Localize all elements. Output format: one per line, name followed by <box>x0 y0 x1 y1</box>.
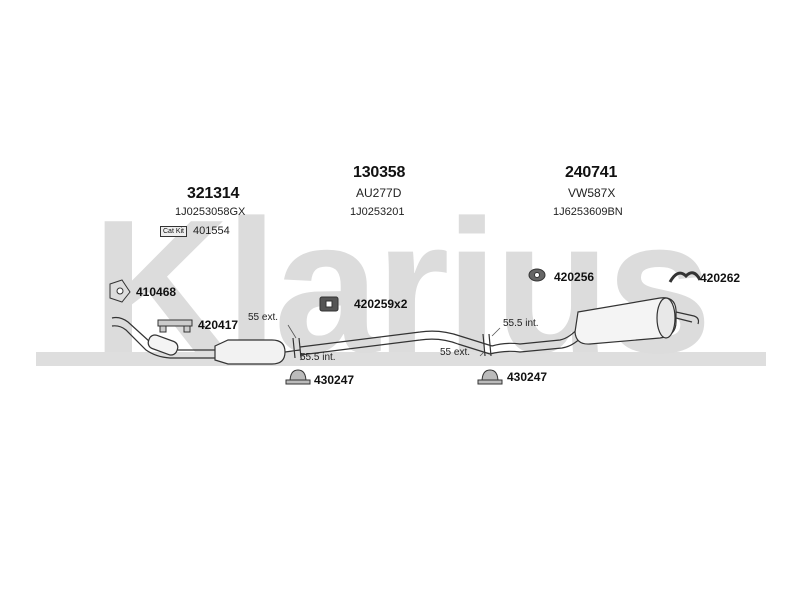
fitting-rubber: 420256 <box>554 270 595 284</box>
oe-number-rear: 1J6253609BN <box>553 206 623 218</box>
part-number-front: 321314 <box>187 185 240 202</box>
fitting-bracket: 420417 <box>198 318 239 332</box>
oe-number-front: 1J0253058GX <box>175 206 246 218</box>
code-center: AU277D <box>356 186 402 200</box>
rear-pipe <box>491 325 581 347</box>
center-pipe <box>299 330 493 348</box>
catkit-badge: Cat Kit <box>160 226 188 237</box>
dim-right-ext: 55 ext. <box>440 347 471 358</box>
fitting-hanger: 420259x2 <box>354 297 408 311</box>
rubber-mount-icon <box>528 268 546 282</box>
bracket-icon <box>157 319 193 333</box>
rear-hanger-icon <box>668 271 702 283</box>
dim-right-int: 55.5 int. <box>503 318 539 329</box>
fitting-rear-hanger: 420262 <box>700 271 741 285</box>
oe-number-center: 1J0253201 <box>350 206 405 218</box>
catkit-number: 401554 <box>193 225 230 237</box>
flex-section <box>147 334 179 356</box>
clamp-icon-right <box>477 369 503 385</box>
fitting-clamp-left: 430247 <box>314 373 355 387</box>
clamp-icon-left <box>285 369 311 385</box>
dim-left-ext: 55 ext. <box>248 312 279 323</box>
catalyst <box>214 339 286 365</box>
tail-pipe <box>675 311 700 325</box>
fitting-clamp-right: 430247 <box>507 370 548 384</box>
fitting-gasket: 410468 <box>136 285 177 299</box>
hanger-icon <box>319 296 339 312</box>
code-rear: VW587X <box>568 186 616 200</box>
part-number-center: 130358 <box>353 164 406 181</box>
part-number-rear: 240741 <box>565 164 618 181</box>
dim-left-int: 55.5 int. <box>300 352 336 363</box>
